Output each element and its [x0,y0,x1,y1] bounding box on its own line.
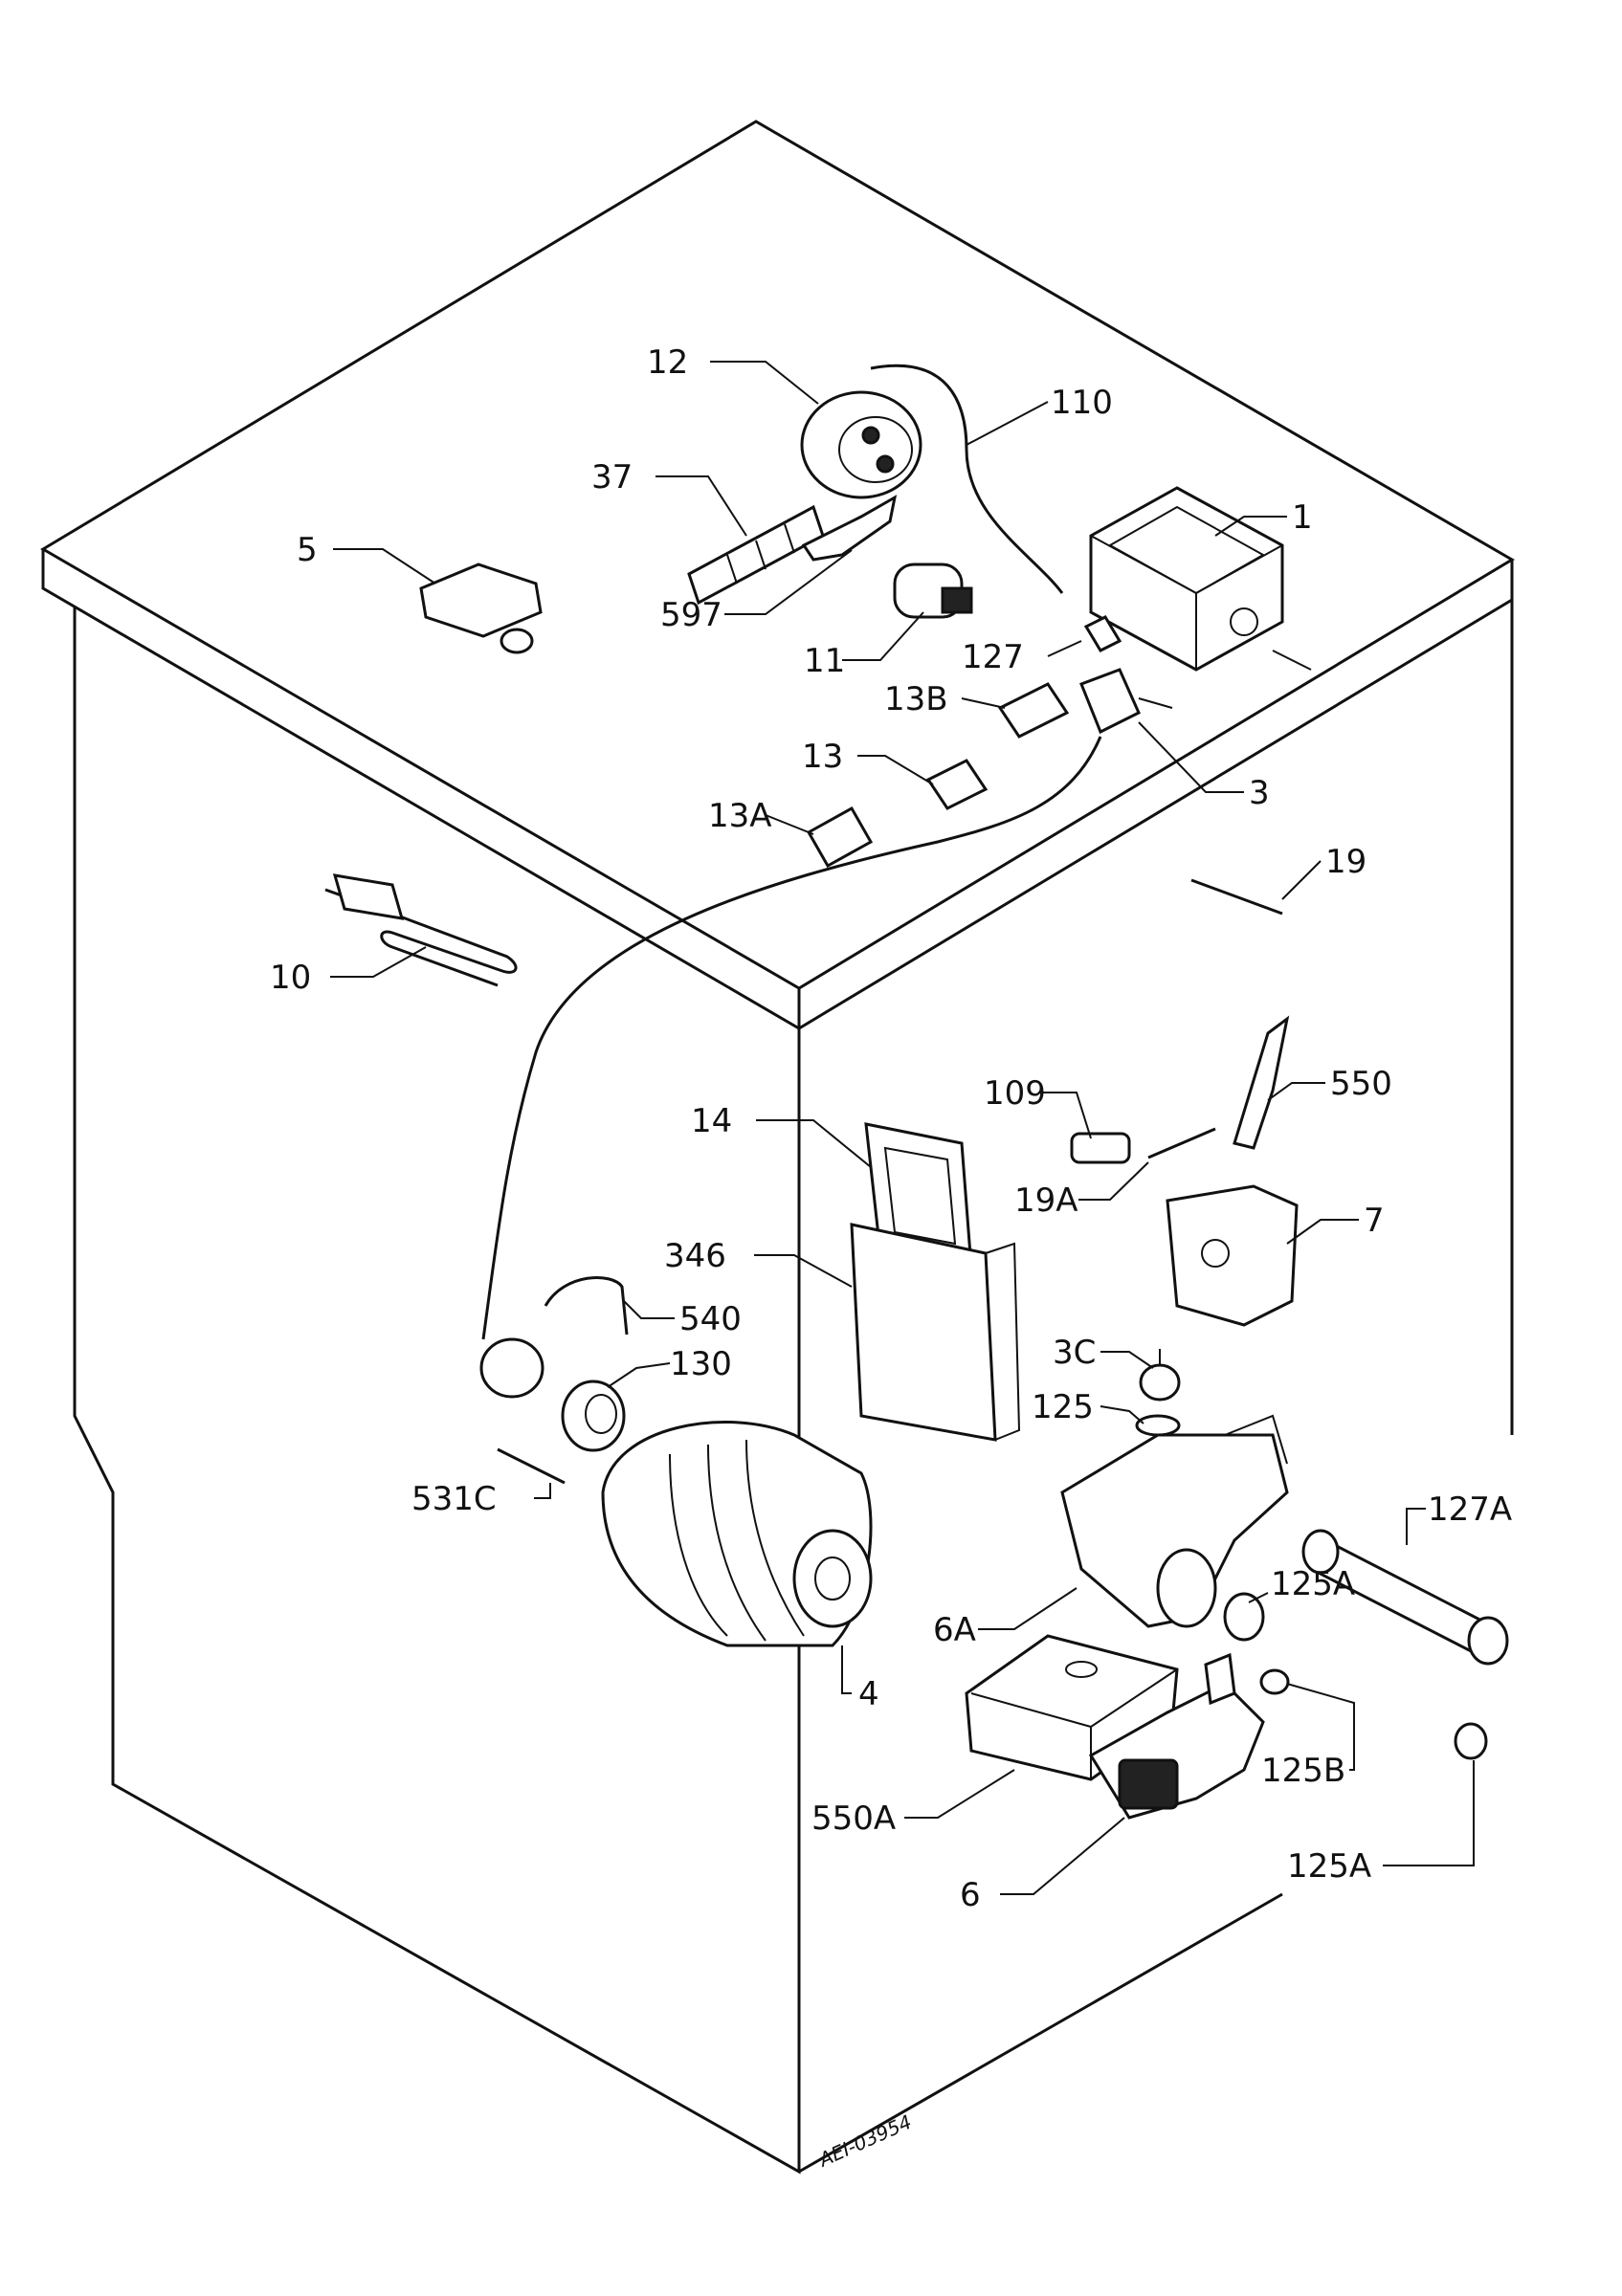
label-531c: 531C [411,1480,497,1518]
label-12: 12 [647,343,688,382]
label-597: 597 [660,596,722,634]
part-screw [497,1447,566,1485]
part-terminal-strip [687,504,825,606]
part-motor [601,1421,873,1647]
label-130: 130 [670,1345,732,1383]
part-grommet [479,1337,544,1399]
label-6: 6 [960,1876,981,1914]
label-125: 125 [1032,1388,1094,1426]
part-door-lock [1166,1015,1299,1327]
part-dispenser-box [850,1223,1021,1442]
part-hose-pipe [1301,1529,1509,1666]
label-4: 4 [858,1675,879,1713]
label-3c: 3C [1053,1334,1096,1372]
part-ring-125a-lower [1454,1722,1488,1760]
drawing-code: AEI-03954 [813,2110,915,2173]
part-switch-3 [1079,668,1173,735]
label-127a: 127A [1428,1490,1512,1529]
label-110: 110 [1051,384,1113,422]
part-ring-125 [1135,1414,1181,1437]
part-connector-5 [419,563,543,654]
part-block-109 [1070,1132,1131,1164]
part-pump-housing [1060,1414,1289,1628]
part-connector-13b [997,682,1070,739]
label-19: 19 [1325,843,1366,881]
part-ring-125a [1223,1592,1265,1642]
part-drain-pump [1088,1652,1265,1820]
label-13a: 13A [708,797,772,835]
label-125a-upper: 125A [1271,1565,1355,1603]
part-pressure-switch [1139,1349,1181,1402]
label-11: 11 [804,642,845,680]
part-cable-3 [481,736,1102,1340]
label-13b: 13B [884,680,948,718]
label-1: 1 [1292,498,1313,537]
label-125b: 125B [1261,1752,1345,1790]
label-550: 550 [1330,1065,1392,1103]
part-grommet-130 [561,1380,626,1452]
part-probe-19a [1147,1127,1216,1159]
label-14: 14 [691,1102,732,1140]
leader-lines [330,361,1475,1895]
label-10: 10 [270,959,311,997]
part-connector-13a [806,806,874,869]
part-timer-module [1089,486,1312,672]
part-heating-element [324,873,518,987]
part-selector-switch [800,390,922,499]
label-13: 13 [802,738,843,776]
cabinet-outline [40,120,1515,2175]
label-125a-lower: 125A [1287,1847,1371,1886]
part-ring-125b [1259,1668,1290,1695]
part-small-connector [1083,615,1122,652]
part-capacitor [893,563,973,619]
part-bracket [801,495,898,562]
label-19a: 19A [1014,1181,1078,1220]
label-550a: 550A [811,1799,896,1838]
part-probe-19 [1190,878,1283,916]
part-clip [544,1276,629,1336]
label-127: 127 [962,638,1024,676]
label-3: 3 [1249,774,1270,812]
part-cable-110 [870,364,1064,594]
label-109: 109 [984,1074,1046,1113]
label-346: 346 [664,1237,726,1275]
label-37: 37 [591,458,633,497]
label-7: 7 [1364,1202,1385,1240]
label-6a: 6A [933,1611,976,1649]
part-connector-13 [925,759,989,810]
label-540: 540 [679,1300,742,1338]
label-5: 5 [297,531,318,569]
